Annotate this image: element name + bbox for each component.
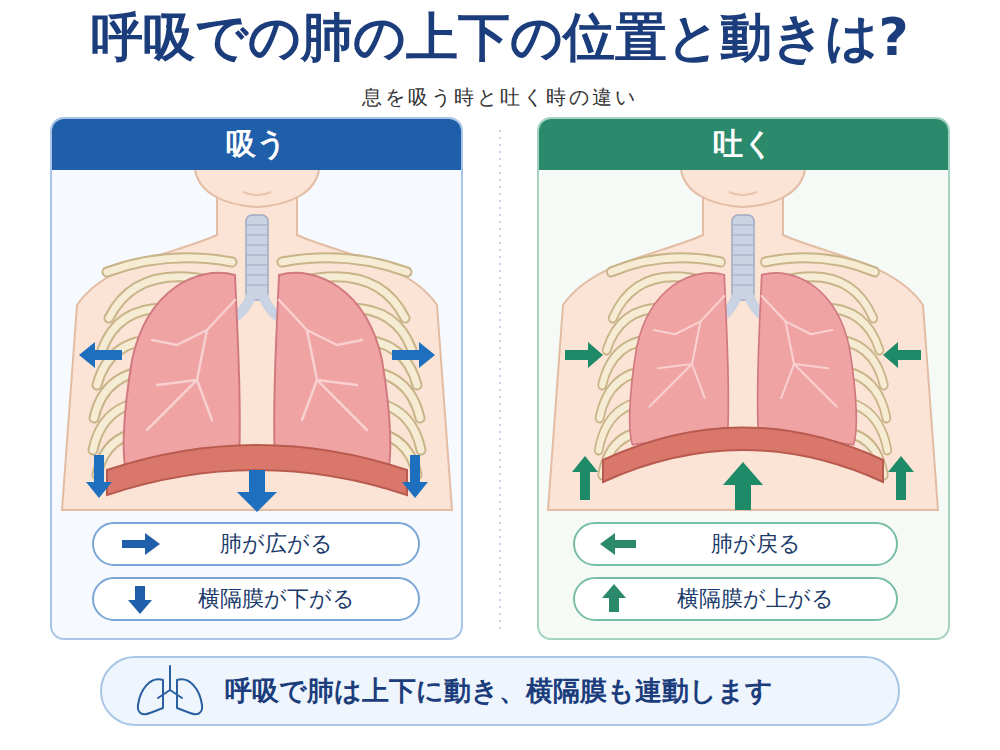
effect-pill: 肺が広がる — [92, 522, 420, 566]
effect-pill: 肺が戻る — [573, 522, 898, 566]
summary-pill: 呼吸で肺は上下に動き、横隔膜も連動します — [100, 656, 900, 726]
motion-arrow — [565, 342, 603, 368]
panel-heading: 吐く — [713, 124, 774, 165]
effect-text: 肺が戻る — [711, 529, 801, 559]
arrow-icon — [602, 584, 626, 612]
pill-ground — [92, 522, 420, 566]
exhale-figure — [758, 273, 857, 445]
arrow-icon — [122, 533, 160, 555]
motion-arrow — [723, 462, 763, 510]
arrow-icon — [600, 533, 636, 555]
motion-arrow — [402, 455, 428, 498]
effect-text: 横隔膜が上がる — [677, 584, 834, 614]
motion-arrow — [79, 342, 435, 512]
motion-arrow — [237, 470, 277, 512]
subtitle: 息を吸う時と吐く時の違い — [0, 84, 1000, 111]
pill-ground — [573, 522, 898, 566]
motion-arrow — [565, 342, 921, 510]
effect-text: 横隔膜が下がる — [198, 584, 355, 614]
lung-icon — [177, 679, 202, 714]
effect-text: 肺が広がる — [220, 529, 333, 559]
panel-heading: 吸う — [226, 124, 287, 165]
inhale-figure — [124, 273, 240, 475]
footer-ground — [100, 656, 900, 726]
exhale-figure — [548, 170, 938, 510]
motion-arrow — [392, 342, 435, 368]
motion-arrow — [572, 456, 598, 500]
inhale-figure — [274, 273, 390, 475]
panel-ground — [50, 117, 463, 640]
effect-pill: 横隔膜が下がる — [92, 577, 420, 621]
lung-icon — [158, 666, 182, 698]
motion-arrow — [888, 456, 914, 500]
exhale-figure — [630, 273, 857, 445]
arrow-icon — [128, 586, 152, 614]
state-panel: 吸う肺が広がる横隔膜が下がる — [50, 117, 463, 640]
panel-ground — [537, 117, 950, 640]
lung-icon — [138, 679, 163, 714]
state-panel: 吐く肺が戻る横隔膜が上がる — [537, 117, 950, 640]
exhale-figure — [630, 273, 729, 445]
inhale-figure — [62, 170, 452, 512]
panel-header: 吐く — [539, 119, 948, 170]
motion-arrow — [79, 342, 122, 368]
motion-arrow — [883, 342, 921, 368]
inhale-figure — [62, 170, 452, 510]
diagram-title: 呼吸での肺の上下の位置と動きは? — [0, 6, 1000, 68]
divider — [499, 130, 501, 630]
pill-ground — [573, 577, 898, 621]
pill-ground — [92, 577, 420, 621]
effect-pill: 横隔膜が上がる — [573, 577, 898, 621]
panel-header: 吸う — [52, 119, 461, 170]
motion-arrow — [86, 455, 112, 498]
exhale-figure — [548, 170, 938, 510]
summary-text: 呼吸で肺は上下に動き、横隔膜も連動します — [225, 673, 773, 709]
lung-icon — [138, 666, 202, 714]
